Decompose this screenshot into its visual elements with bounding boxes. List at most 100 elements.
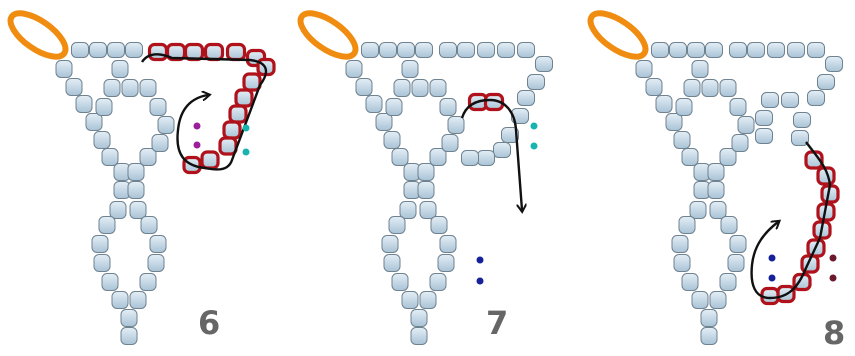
highlighted-bead	[203, 42, 225, 62]
highlighted-bead	[218, 136, 238, 156]
bead	[111, 291, 129, 309]
bead	[729, 235, 747, 253]
bead	[355, 78, 373, 96]
highlighted-bead	[228, 104, 248, 124]
bead	[709, 291, 727, 309]
bead	[127, 181, 145, 199]
navy-dot	[768, 254, 776, 262]
teal-dot	[242, 124, 250, 132]
bead	[665, 113, 683, 131]
step-7-number: 7	[486, 304, 509, 342]
bead	[707, 163, 725, 181]
purple-dot	[193, 122, 201, 130]
bead	[807, 42, 825, 58]
teal-dot	[530, 122, 538, 130]
bead	[807, 90, 825, 106]
bead	[700, 327, 718, 345]
thread-path-arrow	[141, 53, 268, 171]
bead	[517, 90, 535, 106]
bead	[397, 42, 415, 58]
bead	[767, 42, 785, 58]
bead	[669, 42, 687, 58]
bead	[71, 42, 89, 58]
bead	[655, 95, 673, 113]
highlighted-bead	[200, 150, 220, 170]
navy-dot	[476, 256, 484, 264]
thread-path-arrow	[750, 141, 832, 300]
bead	[817, 74, 835, 90]
jump-ring-loop	[297, 10, 359, 60]
bead	[345, 60, 363, 78]
bead	[147, 254, 165, 272]
bead	[55, 60, 73, 78]
bead	[791, 130, 809, 146]
bead	[95, 98, 113, 116]
bead	[415, 42, 433, 58]
bead	[388, 216, 406, 234]
bead	[439, 42, 457, 58]
bead	[89, 42, 107, 58]
bead	[497, 42, 515, 58]
step-7-panel	[297, 10, 553, 345]
bead	[361, 42, 379, 58]
bead	[737, 116, 755, 134]
bead	[683, 79, 701, 97]
bead	[441, 134, 459, 152]
bead	[517, 42, 535, 58]
bead	[383, 131, 401, 149]
bead	[707, 181, 725, 199]
bead	[429, 148, 447, 166]
bead	[705, 42, 723, 58]
bead	[825, 56, 843, 72]
bead	[107, 42, 125, 58]
navy-dot	[476, 277, 484, 285]
bead	[391, 273, 409, 291]
bead	[671, 235, 689, 253]
jump-ring-loop	[587, 10, 649, 60]
bead	[103, 79, 121, 97]
step-7-beads	[345, 42, 553, 345]
bead	[375, 113, 393, 131]
bead	[139, 148, 157, 166]
navy-dot	[768, 274, 776, 282]
bead	[101, 148, 119, 166]
bead	[385, 98, 403, 116]
jump-ring-loop	[7, 10, 69, 60]
bead	[673, 254, 691, 272]
bead	[151, 134, 169, 152]
bead	[429, 273, 447, 291]
bead	[149, 98, 167, 116]
bead	[527, 74, 545, 90]
bead	[93, 131, 111, 149]
step-6-panel	[7, 10, 276, 345]
bead	[651, 42, 669, 58]
bead	[411, 79, 429, 97]
step-6-number: 6	[198, 304, 221, 342]
bead	[101, 273, 119, 291]
bead	[681, 273, 699, 291]
bead	[719, 273, 737, 291]
bead	[787, 42, 805, 58]
bead	[383, 254, 401, 272]
bead	[439, 98, 457, 116]
bead	[75, 95, 93, 113]
bead	[477, 42, 495, 58]
bead	[793, 112, 811, 128]
bead	[93, 254, 111, 272]
bead	[781, 92, 799, 108]
bead	[719, 79, 737, 97]
bead	[120, 327, 138, 345]
bead	[91, 235, 109, 253]
highlighted-bead	[225, 42, 247, 62]
bead	[477, 150, 495, 166]
bead	[125, 42, 143, 58]
bead	[401, 291, 419, 309]
bead	[365, 95, 383, 113]
bead	[139, 273, 157, 291]
bead	[429, 79, 447, 97]
teal-dot	[530, 142, 538, 150]
purple-dot	[193, 141, 201, 149]
bead	[678, 216, 696, 234]
